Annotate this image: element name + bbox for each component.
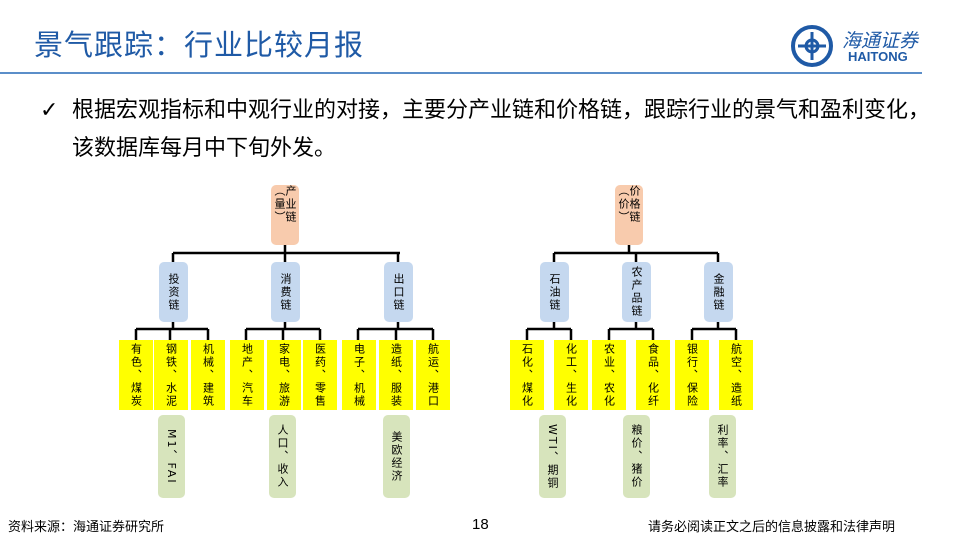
leaf-industry: 机械、建筑 bbox=[191, 340, 225, 410]
leaf-industry: 食品、化纤 bbox=[636, 340, 670, 410]
leaf-industry: 家电、旅游 bbox=[267, 340, 301, 410]
disclaimer: 请务必阅读正文之后的信息披露和法律声明 bbox=[648, 520, 896, 535]
node-investment-chain: 投资链 bbox=[159, 262, 188, 322]
leaf-industry: 造纸、服装 bbox=[379, 340, 413, 410]
leaf-industry: 有色、煤炭 bbox=[119, 340, 153, 410]
node-export-chain: 出口链 bbox=[384, 262, 413, 322]
node-agri-chain: 农产品链 bbox=[622, 262, 651, 322]
slide-title: 景气跟踪：行业比较月报 bbox=[34, 28, 365, 62]
node-finance-chain: 金融链 bbox=[704, 262, 733, 322]
indicator-box: 粮价、猪价 bbox=[623, 415, 650, 498]
title-divider bbox=[0, 72, 922, 74]
root-industry-chain: 产业链（量） bbox=[271, 185, 299, 245]
page-number: 18 bbox=[472, 516, 489, 533]
indicator-box: 人口、收入 bbox=[269, 415, 296, 498]
leaf-industry: 农业、农化 bbox=[592, 340, 626, 410]
node-oil-chain: 石油链 bbox=[540, 262, 569, 322]
bullet-point: ✓ 根据宏观指标和中观行业的对接，主要分产业链和价格链，跟踪行业的景气和盈利变化，… bbox=[40, 92, 930, 168]
root-price-chain: 价格链（价） bbox=[615, 185, 643, 245]
haitong-emblem-icon bbox=[791, 25, 833, 67]
checkmark-icon: ✓ bbox=[40, 98, 59, 123]
node-consumption-chain: 消费链 bbox=[271, 262, 300, 322]
leaf-industry: 航空、造纸 bbox=[719, 340, 753, 410]
haitong-logo: 海通证券 HAITONG bbox=[790, 24, 930, 68]
logo-en: HAITONG bbox=[848, 49, 908, 64]
leaf-industry: 地产、汽车 bbox=[230, 340, 264, 410]
leaf-industry: 银行、保险 bbox=[675, 340, 709, 410]
indicator-box: WTI、期铜 bbox=[539, 415, 566, 498]
source-note: 资料来源：海通证券研究所 bbox=[8, 520, 165, 535]
indicator-box: M1、FAI bbox=[158, 415, 185, 498]
leaf-industry: 航运、港口 bbox=[416, 340, 450, 410]
leaf-industry: 电子、机械 bbox=[342, 340, 376, 410]
bullet-text: 根据宏观指标和中观行业的对接，主要分产业链和价格链，跟踪行业的景气和盈利变化，该… bbox=[72, 98, 931, 161]
leaf-industry: 化工、生化 bbox=[554, 340, 588, 410]
logo-cn: 海通证券 bbox=[842, 30, 919, 52]
leaf-industry: 石化、煤化 bbox=[510, 340, 544, 410]
leaf-industry: 钢铁、水泥 bbox=[154, 340, 188, 410]
leaf-industry: 医药、零售 bbox=[303, 340, 337, 410]
indicator-box: 利率、汇率 bbox=[709, 415, 736, 498]
indicator-box: 美欧经济 bbox=[383, 415, 410, 498]
